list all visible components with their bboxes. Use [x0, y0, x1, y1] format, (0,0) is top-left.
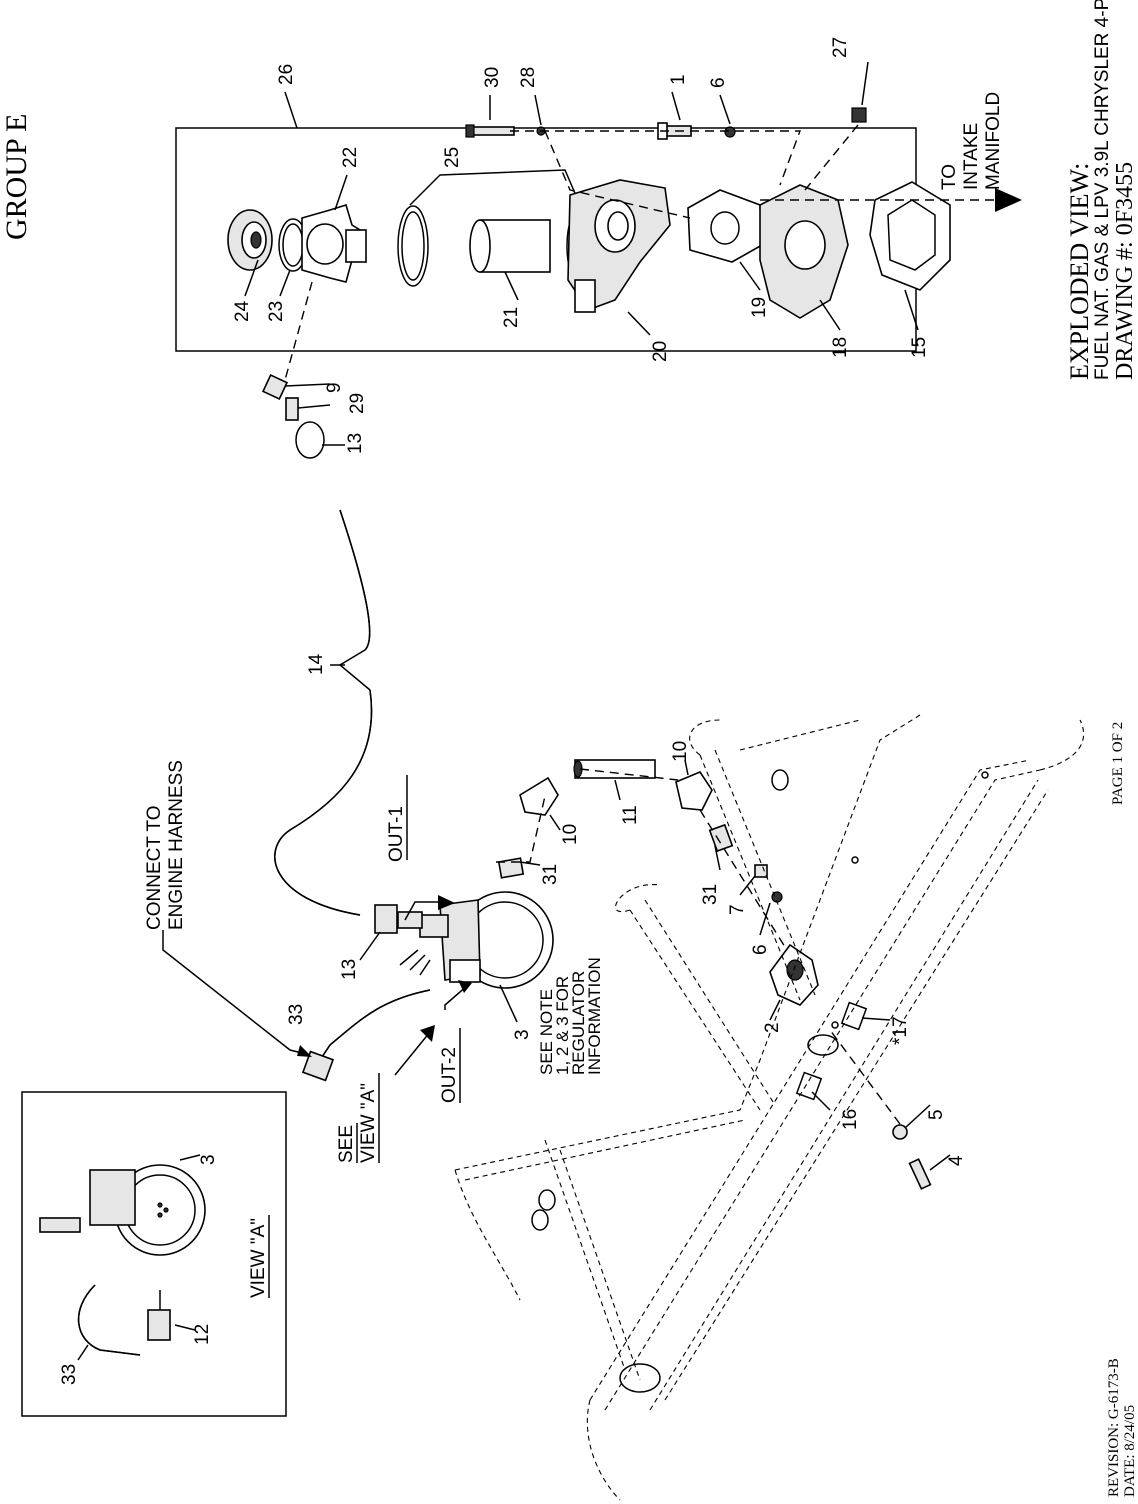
- part-16-decal: [795, 1071, 831, 1111]
- group-label: GROUP E: [0, 114, 33, 240]
- part-31-nipple-a: [497, 857, 541, 879]
- part-label-30: 30: [482, 67, 503, 88]
- part-label-29: 29: [347, 393, 368, 414]
- part-27-plug: [851, 61, 869, 123]
- part-label-18: 18: [830, 337, 851, 358]
- part-label-27: 27: [830, 37, 851, 58]
- part-label-2: 2: [762, 1022, 783, 1033]
- view-a-box: [21, 1091, 287, 1417]
- part-label-21: 21: [501, 307, 522, 328]
- note-line1: SEE NOTE: [537, 989, 556, 1075]
- part-22-adapter: [284, 174, 367, 381]
- part-label-19: 19: [749, 297, 770, 318]
- title-exploded-view: EXPLODED VIEW:: [1065, 163, 1094, 380]
- part-6-washer-top: [719, 94, 736, 138]
- view-a-regulator: [39, 1164, 206, 1256]
- part-label-11: 11: [620, 805, 641, 825]
- part-3-regulator: [419, 891, 554, 1023]
- part-label-6-top: 6: [708, 77, 729, 88]
- part-7-nut: [739, 864, 768, 896]
- part-30-bolt: [465, 95, 515, 138]
- part-13-clamp-top: [295, 421, 345, 459]
- part-label-10-a: 10: [560, 824, 581, 845]
- part-label-31-a: 31: [540, 864, 561, 885]
- manifold-label: MANIFOLD: [983, 92, 1004, 190]
- out2-label: OUT-2: [439, 1047, 460, 1103]
- see-label: SEE: [336, 1125, 357, 1163]
- part-label-14: 14: [306, 653, 327, 675]
- note-line4: INFORMATION: [585, 957, 604, 1075]
- part-6-washer-bottom: [759, 891, 783, 936]
- part-33-harness: [319, 989, 431, 1061]
- part-label-6-bottom: 6: [750, 944, 771, 955]
- part-9-fitting: [261, 373, 331, 401]
- part-21-tube: [469, 219, 551, 301]
- intake-label: INTAKE: [961, 123, 982, 190]
- part-11-pipe: [573, 759, 656, 801]
- part-29-fitting: [285, 397, 331, 421]
- revision-label: REVISION: G-6173-B: [1106, 1358, 1122, 1497]
- part-label-4: 4: [946, 1155, 967, 1166]
- part-label-5: 5: [926, 1109, 947, 1120]
- part-20-mixer: [567, 179, 671, 336]
- part-2-bracket: [769, 943, 819, 1021]
- part-10-elbow-a: [519, 776, 561, 831]
- part-label-9: 9: [324, 382, 345, 393]
- title-fuel: FUEL NAT. GAS & LPV 3.9L CHRYSLER 4-POLE: [1092, 0, 1113, 380]
- page-number: PAGE 1 OF 2: [1110, 722, 1126, 805]
- part-4-bolt: [908, 1154, 951, 1190]
- part-13-clamp-regulator: [374, 904, 398, 934]
- part-label-24: 24: [232, 300, 253, 322]
- out1-label: OUT-1: [386, 806, 407, 862]
- part-10-elbow-b: [675, 759, 713, 811]
- part-label-10-b: 10: [670, 741, 691, 762]
- part-label-1: 1: [668, 74, 689, 85]
- part-19-gasket: [687, 189, 763, 291]
- part-17-decal: [840, 1001, 891, 1031]
- part-label-25: 25: [442, 147, 463, 168]
- view-a-reference: VIEW "A": [358, 1083, 379, 1163]
- part-label-28: 28: [518, 67, 539, 88]
- arrow-to-intake-icon: [995, 188, 1022, 212]
- part-label-3-main: 3: [512, 1029, 533, 1040]
- connect-harness-line2: ENGINE HARNESS: [166, 760, 187, 930]
- date-label: DATE: 8/24/05: [1122, 1405, 1138, 1497]
- part-14-hose: [339, 509, 371, 651]
- part-label-33-view-a: 33: [59, 1364, 80, 1385]
- part-5-washer: [892, 1104, 931, 1140]
- part-1-bolt: [657, 91, 692, 140]
- part-24-fitting: [227, 209, 273, 297]
- view-a-harness: [77, 1284, 141, 1361]
- chassis-frame: [454, 714, 1085, 1501]
- part-label-13-regulator: 13: [339, 959, 360, 980]
- to-label: TO: [939, 164, 960, 190]
- part-15-gasket: [869, 181, 951, 331]
- part-label-16: 16: [840, 1109, 861, 1130]
- part-label-22: 22: [340, 147, 361, 168]
- part-label-26: 26: [276, 64, 297, 85]
- part-label-7: 7: [727, 904, 748, 915]
- part-label-12: 12: [192, 1324, 213, 1345]
- note-line2: 1, 2 & 3 FOR: [553, 976, 572, 1075]
- part-label-20: 20: [650, 341, 671, 362]
- view-a-title: VIEW "A": [248, 1218, 269, 1298]
- part-label-13-top: 13: [345, 433, 366, 454]
- view-a-switch: [147, 1290, 196, 1341]
- part-label-17: *17: [890, 1016, 911, 1045]
- part-label-23: 23: [266, 301, 287, 322]
- connect-harness-line1: CONNECT TO: [144, 805, 165, 930]
- title-drawing-number: DRAWING #: 0F3455: [1112, 162, 1138, 380]
- part-label-33-main: 33: [286, 1004, 307, 1025]
- part-18-adapter: [759, 184, 849, 331]
- part-label-15: 15: [909, 337, 930, 358]
- note-line3: REGULATOR: [569, 971, 588, 1075]
- part-31-nipple-b: [708, 823, 734, 871]
- part-label-31-b: 31: [700, 884, 721, 905]
- part-28-washer: [534, 94, 546, 136]
- part-label-3-view-a: 3: [198, 1154, 219, 1165]
